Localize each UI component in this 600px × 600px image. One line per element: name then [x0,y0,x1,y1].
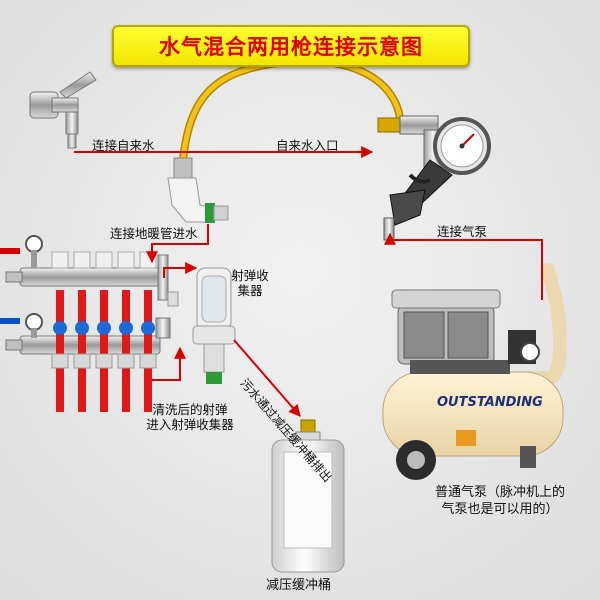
flow-arrows [74,146,543,417]
label-bullet-collector-line1: 射弹收 [231,268,269,283]
label-cleaned-bullets-line2: 进入射弹收集器 [146,417,234,432]
label-cleaned-bullets: 清洗后的射弹 进入射弹收集器 [130,402,250,432]
label-buffer-tank: 减压缓冲桶 [266,578,332,593]
label-bullet-collector-line2: 集器 [237,283,263,298]
label-tap-water-inlet: 自来水入口 [276,138,339,153]
label-connect-floor-heating: 连接地暖管进水 [110,226,198,241]
arrow-elbow-to-manifold [146,224,209,264]
arrow-manifold-to-collector [163,262,198,278]
page-title: 水气混合两用枪连接示意图 [159,35,423,59]
pressure-gauge-icon [433,117,491,175]
label-bullet-collector: 射弹收 集器 [230,268,270,298]
label-connect-air-pump: 连接气泵 [437,224,488,239]
water-faucet-icon [29,71,97,149]
arrow-pump-to-gun [384,232,543,300]
compressor-brand: OUTSTANDING [437,395,543,410]
pipe-elbow-icon [167,157,229,223]
arrow-collector-to-tank [233,339,301,417]
arrow-cleaned-bullets [152,346,186,381]
title-banner: 水气混合两用枪连接示意图 [112,25,470,67]
label-cleaned-bullets-line1: 清洗后的射弹 [152,402,228,417]
label-pump-note-line1: 普通气泵（脉冲机上的 [434,485,565,500]
label-pump-note-line2: 气泵也是可以用的） [441,502,559,517]
bullet-collector-icon [167,267,236,384]
buffer-tank-icon [271,419,345,573]
label-connect-tap: 连接自来水 [92,138,155,153]
label-pump-note: 普通气泵（脉冲机上的 气泵也是可以用的） [420,484,580,518]
floor-heating-manifold-icon [0,235,171,412]
air-compressor-icon [382,263,568,480]
